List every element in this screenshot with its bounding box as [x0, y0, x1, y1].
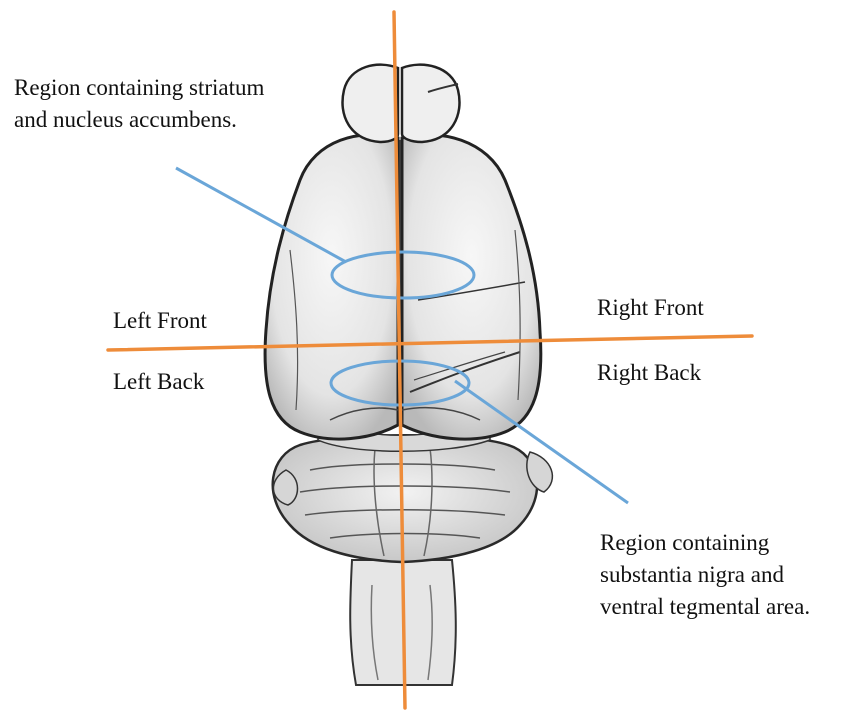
nigra-label-line-3: ventral tegmental area.: [600, 591, 810, 623]
striatum-label-line-2: and nucleus accumbens.: [14, 104, 264, 136]
left-olfactory-bulb: [343, 65, 399, 142]
left-hemisphere: [265, 135, 398, 439]
striatum-label-line-1: Region containing striatum: [14, 72, 264, 104]
nigra-region-label: Region containing substantia nigra and v…: [600, 527, 810, 623]
right-olfactory-bulb: [402, 65, 460, 142]
left-back-label: Left Back: [113, 366, 204, 398]
right-front-label: Right Front: [597, 292, 704, 324]
left-front-label: Left Front: [113, 305, 207, 337]
brain-illustration: [265, 65, 552, 685]
nigra-label-line-1: Region containing: [600, 527, 810, 559]
nigra-label-line-2: substantia nigra and: [600, 559, 810, 591]
striatum-region-label: Region containing striatum and nucleus a…: [14, 72, 264, 136]
cerebellum: [273, 435, 537, 562]
right-back-label: Right Back: [597, 357, 701, 389]
